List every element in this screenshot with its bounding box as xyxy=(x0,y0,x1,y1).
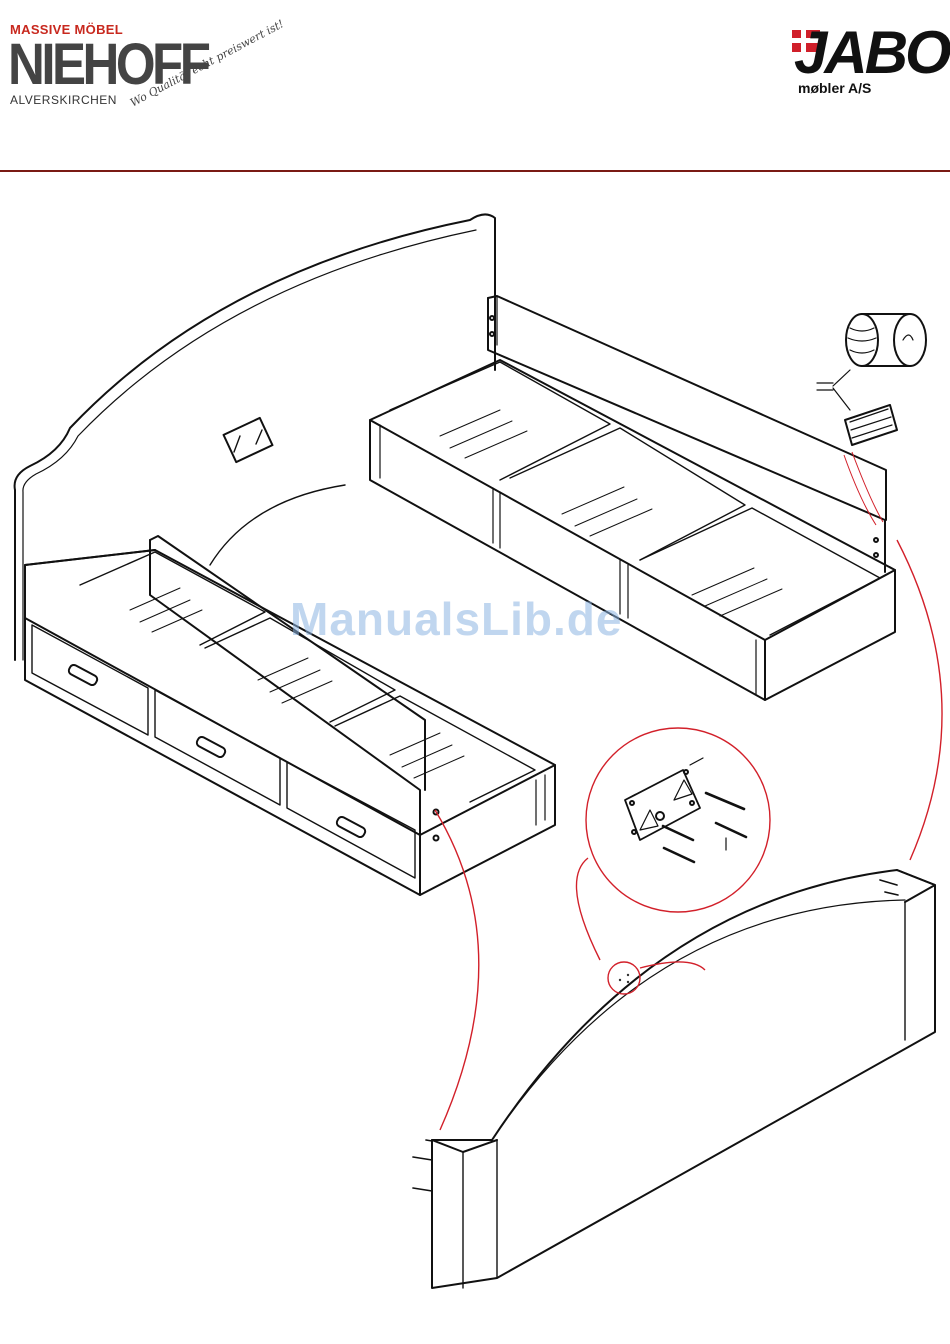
logo-name: NIEHOFF xyxy=(8,34,207,96)
watermark: ManualsLib.de xyxy=(290,592,622,646)
threaded-insert-icon xyxy=(846,314,878,366)
bracket-plate xyxy=(224,418,273,462)
drawer-face-2 xyxy=(155,690,280,805)
header-rule xyxy=(0,170,950,172)
jabo-logo: JABO møbler A/S xyxy=(786,22,944,100)
headboard-arc xyxy=(210,485,345,565)
jabo-name: JABO xyxy=(794,22,949,84)
bracket-detail xyxy=(625,770,700,840)
logo-city: ALVERSKIRCHEN xyxy=(10,93,117,107)
drawer-handle-2 xyxy=(195,736,226,759)
drawer-handle-3 xyxy=(335,816,366,839)
jabo-subtitle: møbler A/S xyxy=(798,80,871,96)
back-frame-rail xyxy=(488,298,885,572)
bolt-icon xyxy=(845,405,897,445)
drawer-face-3 xyxy=(287,762,415,878)
niehoff-logo: MASSIVE MÖBEL NIEHOFF ALVERSKIRCHEN Wo Q… xyxy=(8,22,238,132)
footboard-panel xyxy=(432,870,935,1288)
assembly-drawing xyxy=(0,180,950,1340)
drawer-face-1 xyxy=(32,625,148,735)
drawer-handle-1 xyxy=(67,664,98,687)
